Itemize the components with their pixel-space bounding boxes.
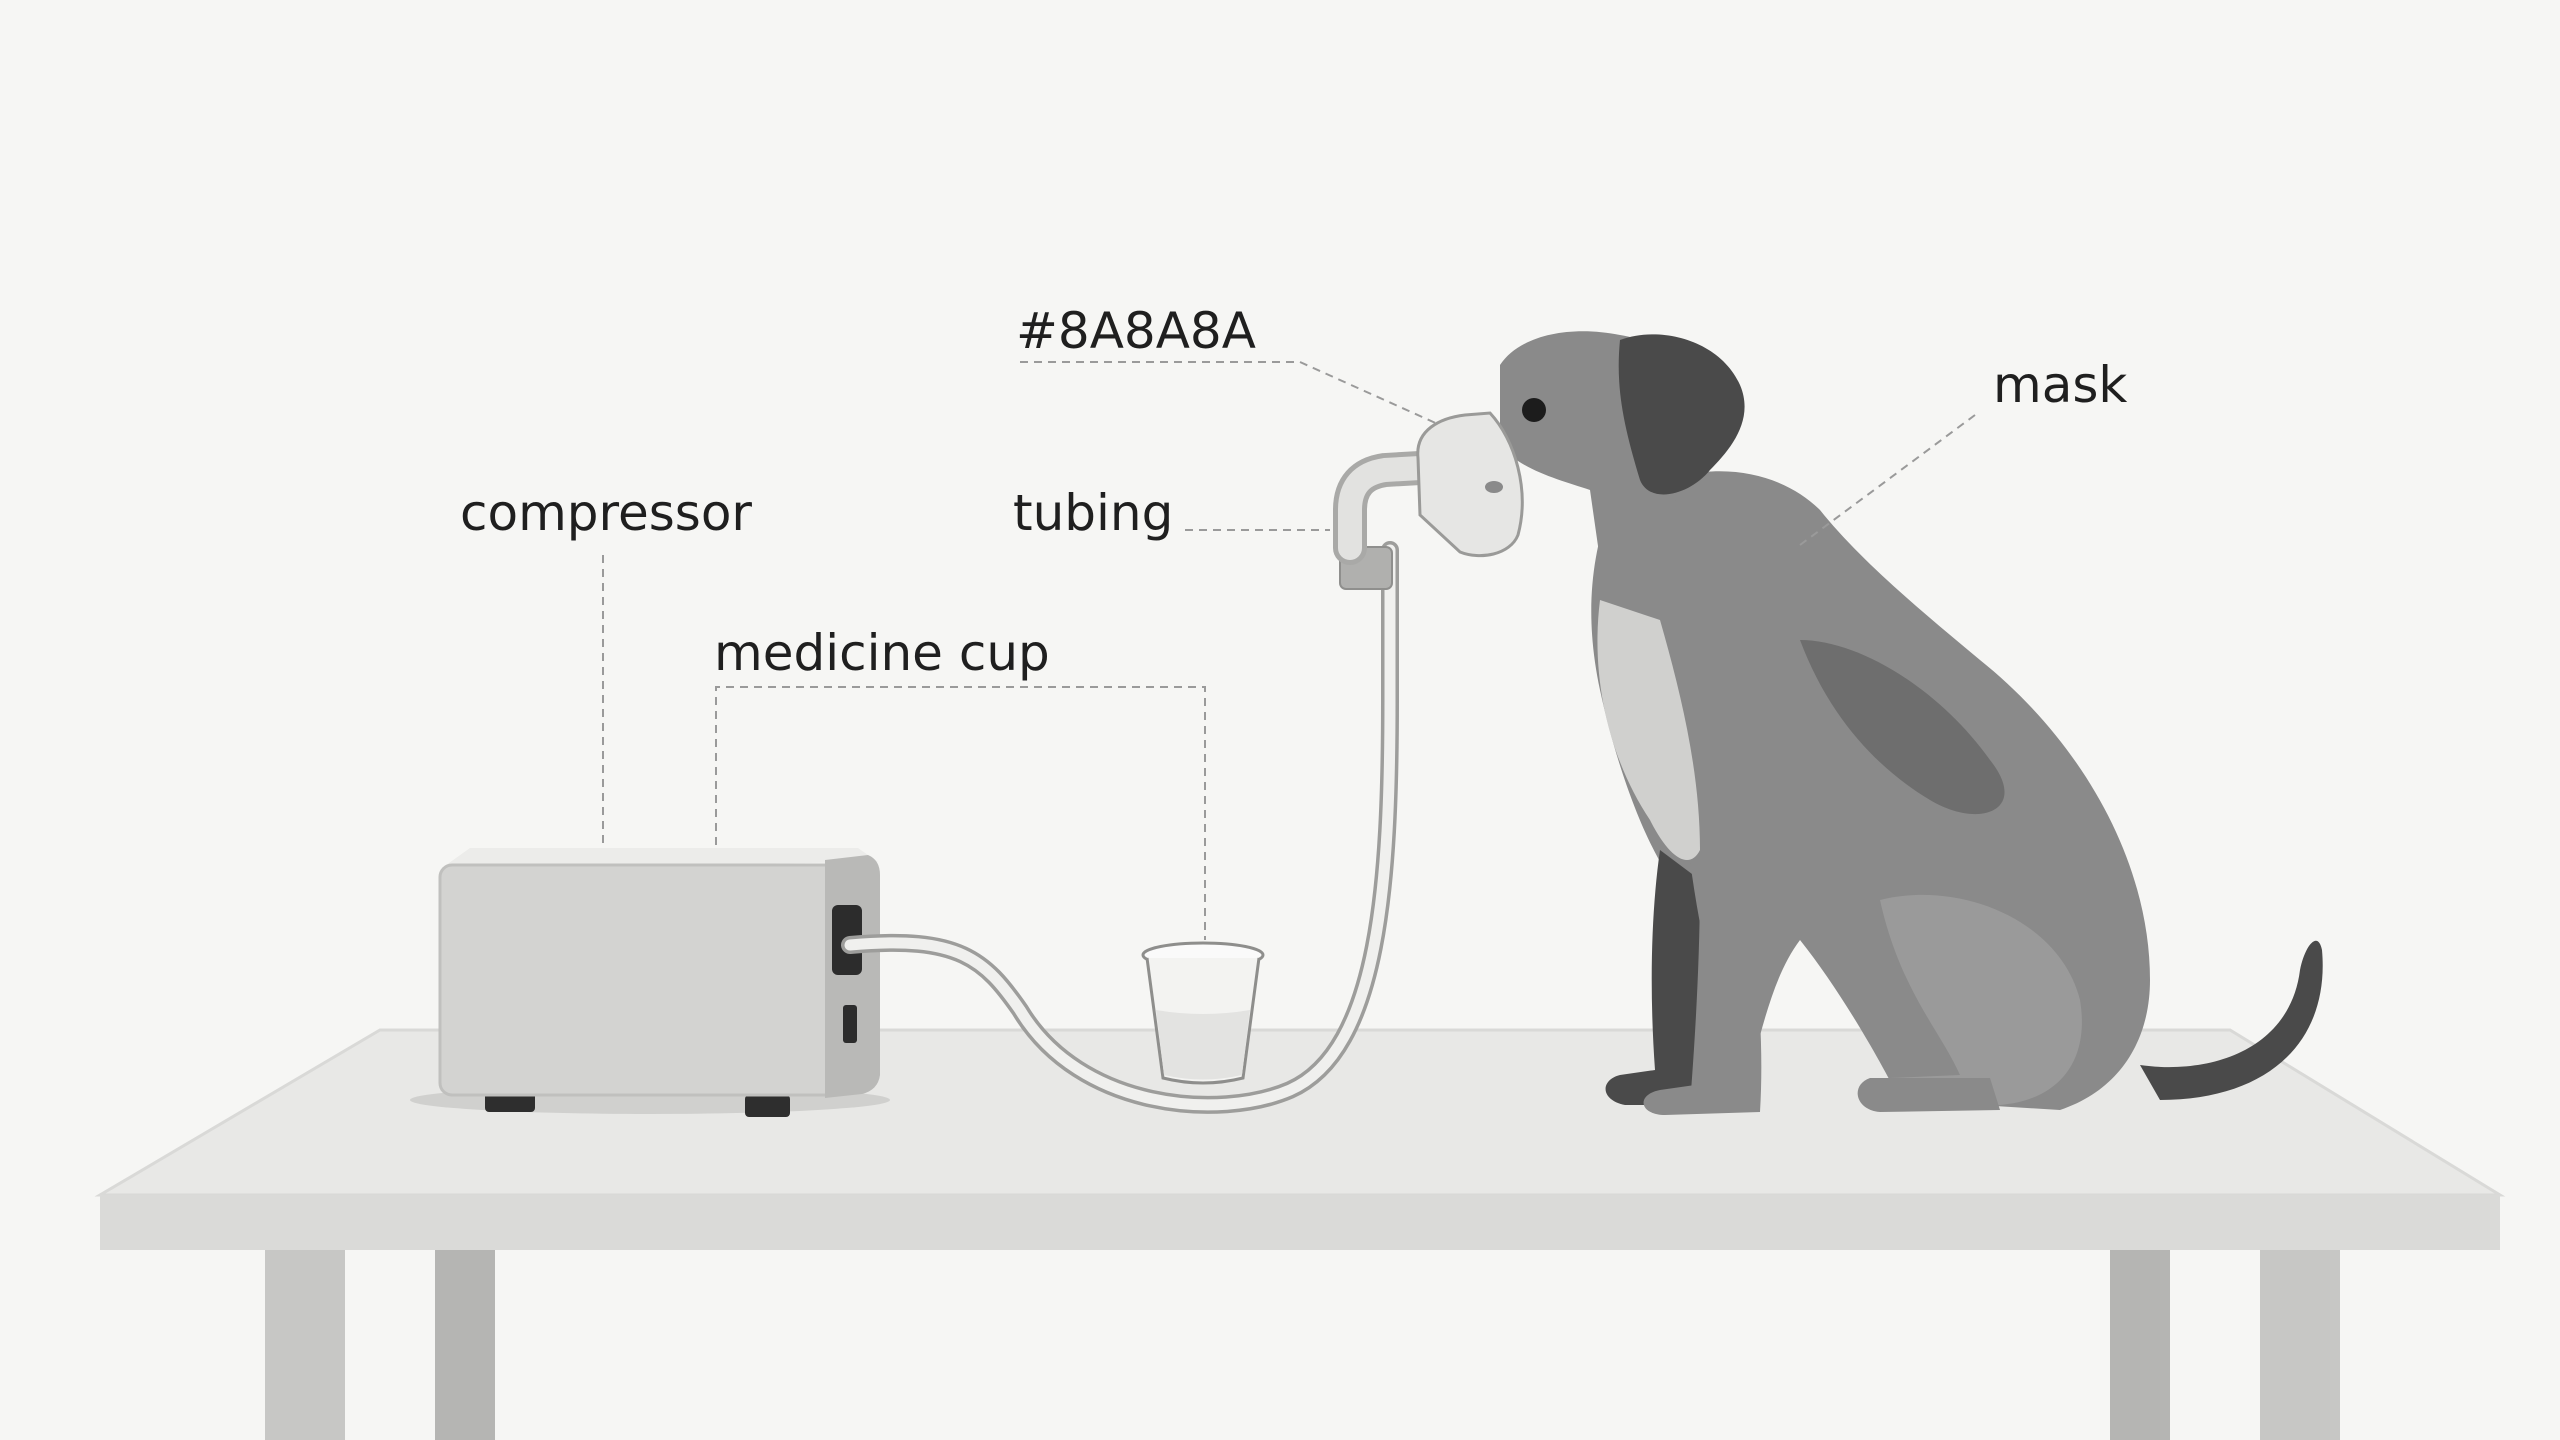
tubing-elbow-inner [1338,456,1432,560]
medicine-cup-liquid [1156,1010,1250,1080]
dog-eye [1522,398,1546,422]
dog-ear [1618,334,1745,495]
leader-lines [602,361,1976,940]
compressor-body [438,863,842,1097]
leader-medicine-cup [715,686,1206,940]
label-tubing: tubing [1013,484,1173,542]
leader-hex [1020,361,1441,426]
table-leg-back-left [435,1250,495,1440]
label-medicine-cup: medicine cup [714,624,1050,682]
table-leg-back-right [2110,1250,2170,1440]
compressor-switch [843,1005,857,1043]
dog-rear-paw [1857,1078,2000,1112]
dog-rear-leg [1859,894,2082,1105]
table-leg-front-right [2260,1250,2340,1440]
tubing-highlight [844,544,1396,1111]
mask-cone [1416,411,1524,558]
label-hex-code: #8A8A8A [1016,302,1256,360]
dog-back-patch [1800,640,2005,815]
mask-nose [1485,481,1503,493]
table-front-edge [100,1195,2500,1250]
compressor-foot-right [745,1095,790,1117]
table-leg-front-left [265,1250,345,1440]
medicine-cup [1141,941,1265,1085]
dog-front-leg [1643,860,1762,1115]
dog-tail [2140,940,2323,1100]
label-mask: mask [1993,356,2127,414]
compressor-side [825,855,880,1098]
compressor [410,848,890,1117]
dog-chest [1597,600,1700,860]
label-compressor: compressor [460,484,752,542]
compressor-top [442,848,878,868]
nebulizer-tubing [841,451,1437,1114]
nebulizer-mask [1416,411,1524,558]
dog-front-leg-back [1605,850,1700,1105]
dog [1500,331,2323,1115]
